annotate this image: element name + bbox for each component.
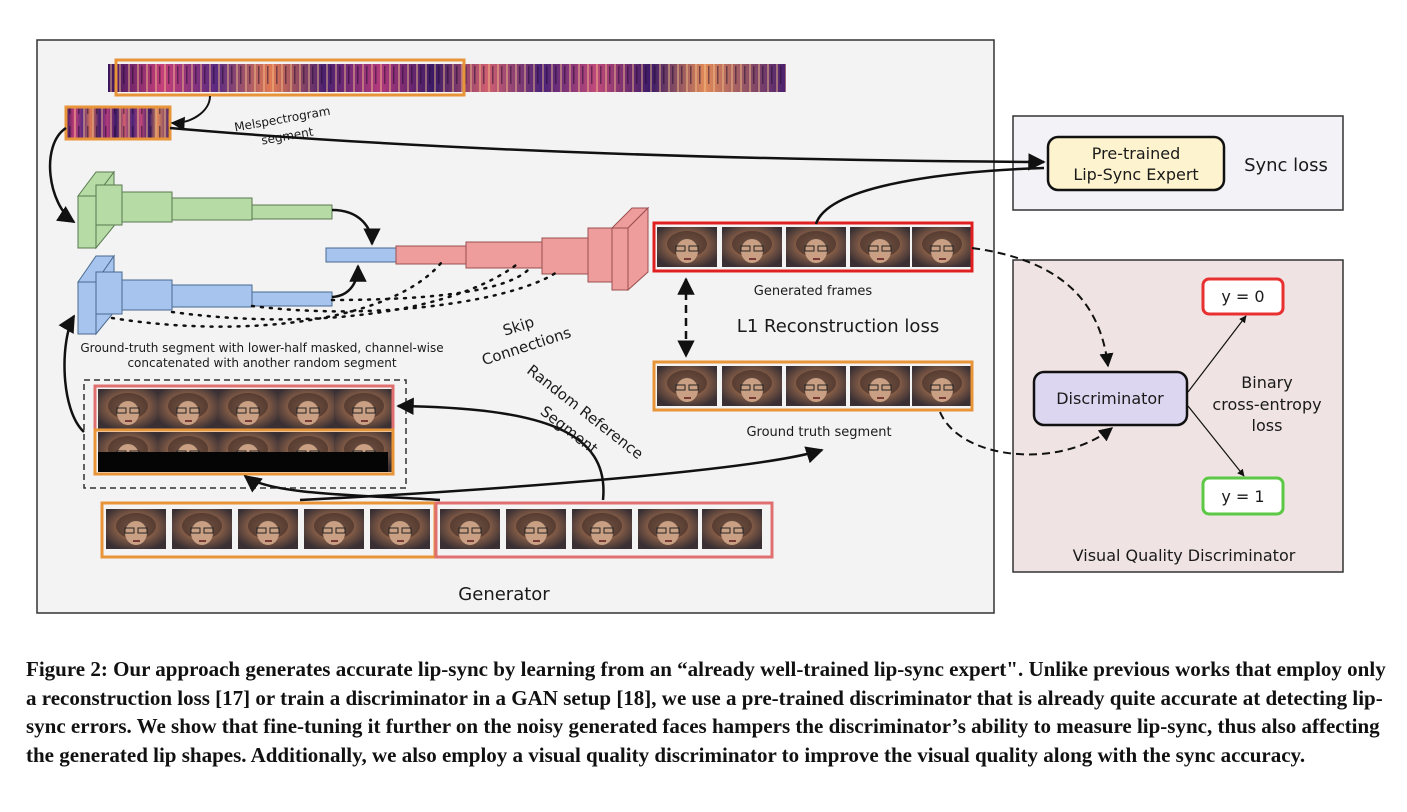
generated-frames-label: Generated frames (754, 284, 873, 299)
arrow-face-to-bottleneck (331, 264, 367, 299)
generated-frames (652, 221, 974, 273)
arrow-input-to-face-encoder (58, 314, 85, 433)
arrow-source-to-ground-truth (299, 446, 824, 502)
ground-truth-source-frames (100, 501, 437, 559)
bce-label-line2: cross-entropy (1212, 395, 1321, 414)
bce-label-line1: Binary (1241, 373, 1292, 392)
arrow-window-to-segment (170, 95, 211, 131)
l1-loss-label: L1 Reconstruction loss (737, 316, 939, 337)
face-encoder (77, 254, 333, 336)
ground-truth-frames (652, 360, 974, 412)
y1-box (1201, 476, 1285, 516)
arrow-to-y0 (1187, 315, 1247, 393)
arrow-segment-to-expert (169, 126, 1046, 171)
y1-label: y = 1 (1221, 487, 1264, 506)
y0-box (1201, 277, 1285, 316)
sync-loss-label: Sync loss (1244, 155, 1328, 176)
bce-label-line3: loss (1252, 416, 1283, 435)
lip-sync-expert-label-line1: Pre-trained (1092, 144, 1180, 163)
arrow-generated-to-expert (814, 166, 1045, 225)
decoder (395, 206, 650, 292)
ground-truth-label: Ground truth segment (746, 425, 891, 440)
arrow-segment-to-audio-encoder (48, 126, 76, 224)
masked-input-label-line1: Ground-truth segment with lower-half mas… (80, 341, 443, 355)
reference-frames-row (93, 384, 395, 432)
audio-encoder (77, 170, 333, 250)
discriminator-box (1032, 370, 1189, 427)
arrow-random-reference (396, 397, 605, 501)
random-reference-source-frames (434, 501, 774, 559)
arrow-source-to-masked-input (243, 474, 441, 502)
melspectrogram-window (114, 58, 466, 97)
generator-label: Generator (458, 584, 550, 605)
arrow-ground-truth-to-discriminator (939, 411, 1114, 456)
skip-connections (110, 256, 562, 328)
masked-input-label-line2: concatenated with another random segment (127, 356, 396, 370)
lip-sync-expert-box (1046, 135, 1226, 192)
vqd-label: Visual Quality Discriminator (1073, 546, 1296, 565)
bottleneck (325, 247, 397, 263)
y0-label: y = 0 (1221, 287, 1264, 306)
arrow-generated-to-discriminator (971, 247, 1114, 368)
masked-frames-row (93, 428, 395, 476)
arrow-audio-to-bottleneck (331, 208, 381, 246)
lipsync-figure: Generator Pre-trained Lip-Sync Expert Sy… (36, 39, 1344, 614)
figure-caption: Figure 2: Our approach generates accurat… (26, 657, 1386, 767)
arrow-to-y1 (1187, 405, 1245, 477)
discriminator-label: Discriminator (1056, 389, 1164, 408)
lip-sync-expert-label-line2: Lip-Sync Expert (1073, 165, 1198, 184)
